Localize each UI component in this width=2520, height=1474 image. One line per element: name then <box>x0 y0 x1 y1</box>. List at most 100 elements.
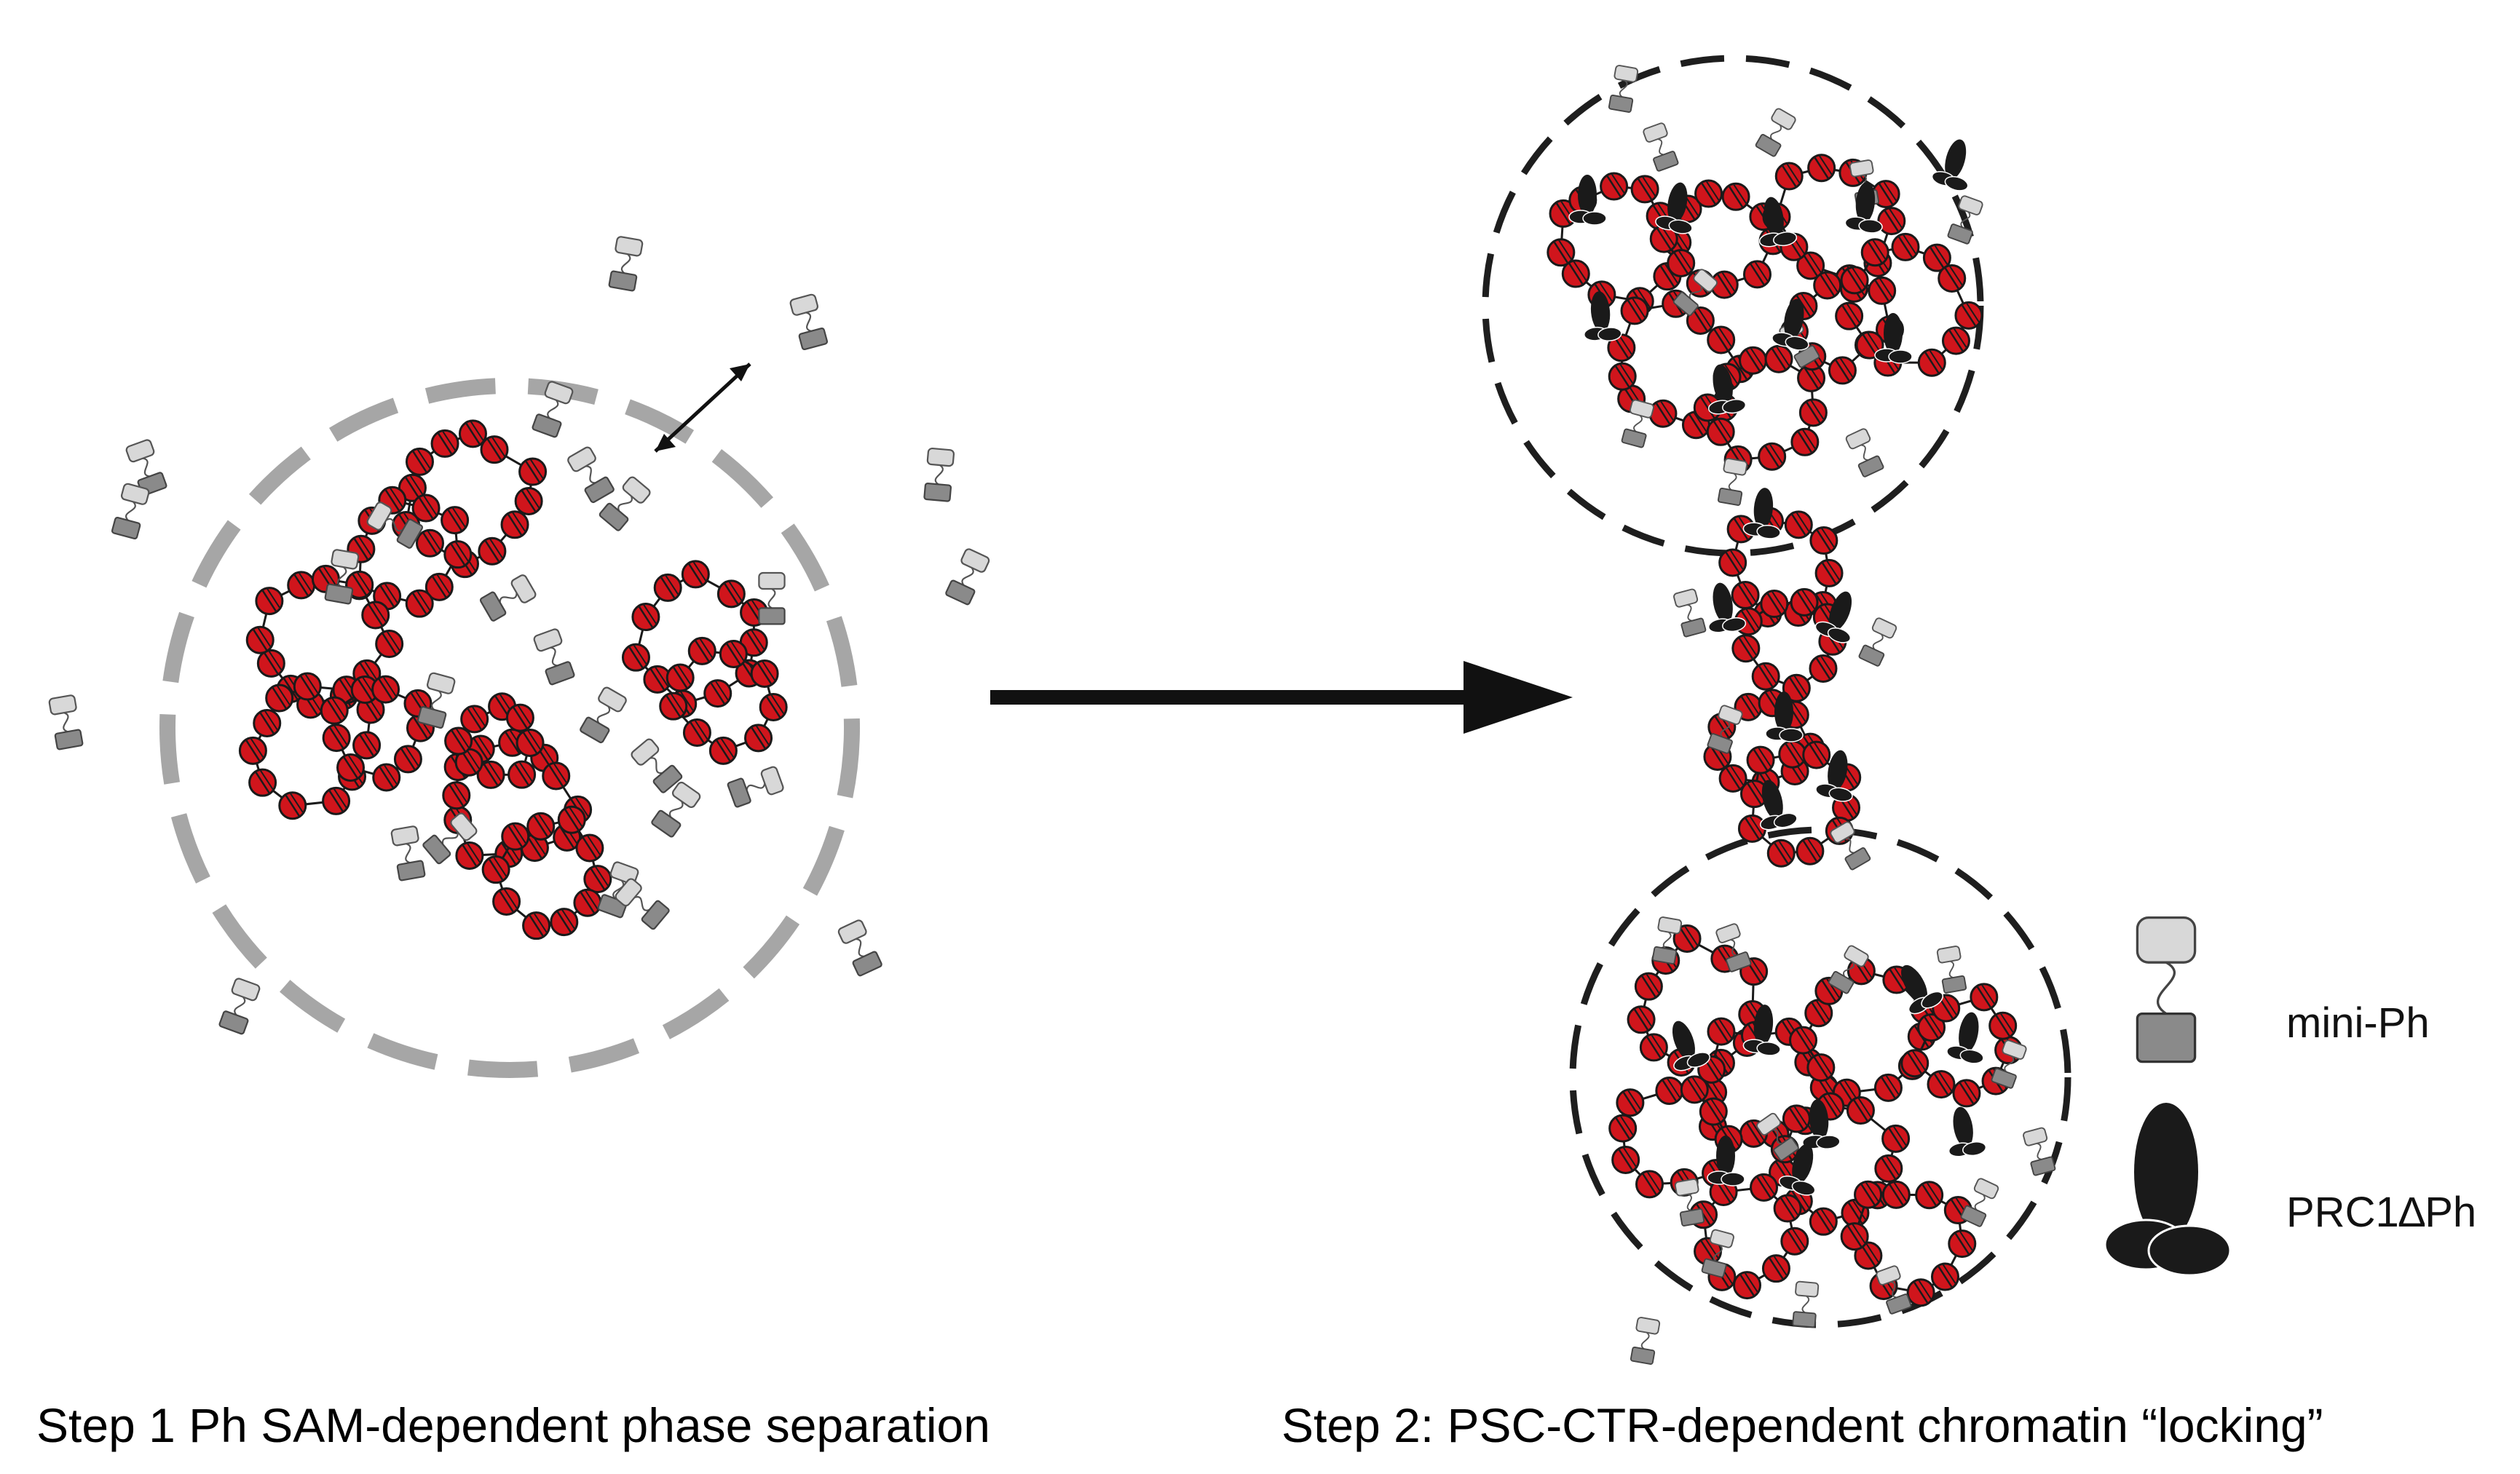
nucleosome <box>1780 1227 1809 1256</box>
step2-caption: Step 2: PSC-CTR-dependent chromatin “loc… <box>1281 1398 2323 1452</box>
nucleosome <box>1877 207 1906 236</box>
nucleosome <box>1731 634 1761 663</box>
step1-panel <box>47 235 991 1078</box>
nucleosome <box>1930 1262 1959 1291</box>
nucleosome <box>1927 1070 1956 1099</box>
nucleosome <box>1835 301 1864 330</box>
nucleosome <box>1608 362 1637 391</box>
nucleosome <box>293 672 322 701</box>
nucleosome <box>455 841 484 870</box>
nucleosome <box>1766 839 1796 868</box>
nucleosome <box>1655 1077 1684 1106</box>
nucleosome <box>557 805 586 834</box>
exchange-arrowhead-inner <box>655 434 676 451</box>
mini-ph-molecule <box>532 627 576 686</box>
nucleosome <box>1840 1222 1869 1251</box>
nucleosome <box>716 579 746 609</box>
nucleosome <box>575 833 604 863</box>
nucleosome <box>659 692 688 721</box>
nucleosome <box>550 908 579 937</box>
nucleosome <box>1616 1088 1645 1117</box>
mini-ph-molecule <box>608 235 644 292</box>
legend: mini-Ph PRC1∆Ph <box>2104 916 2476 1277</box>
nucleosome <box>1630 175 1659 204</box>
nucleosome <box>441 506 470 535</box>
legend-label-prc1-delta-ph: PRC1∆Ph <box>2286 1189 2476 1236</box>
nucleosome <box>1635 1170 1664 1199</box>
nucleosome <box>514 486 543 515</box>
prc1-complex <box>1940 1103 1988 1160</box>
nucleosome <box>411 494 441 523</box>
nucleosome <box>1828 356 1857 385</box>
nucleosome <box>1906 1278 1935 1307</box>
nucleosome <box>1764 344 1793 373</box>
nucleosome <box>1694 179 1723 208</box>
nucleosome <box>1917 348 1946 377</box>
mini-ph-molecule <box>1936 945 1967 994</box>
mini-ph-molecule <box>650 780 703 839</box>
nucleosome <box>1733 1271 1762 1300</box>
nucleosome <box>1742 260 1771 289</box>
nucleosome <box>245 625 274 654</box>
nucleosome <box>526 812 556 841</box>
mini-ph-molecule <box>1844 427 1885 478</box>
nucleosome <box>1718 548 1747 577</box>
nucleosome <box>1798 398 1828 427</box>
nucleosome <box>1750 1173 1779 1202</box>
mini-ph-molecule <box>218 976 261 1036</box>
nucleosome <box>371 675 400 704</box>
nucleosome <box>361 601 390 630</box>
nucleosome <box>759 692 788 721</box>
nucleosome <box>1707 325 1736 354</box>
step1-caption: Step 1 Ph SAM-dependent phase separation <box>36 1398 990 1452</box>
step2-panel <box>1482 55 2071 1366</box>
nucleosome <box>256 649 285 678</box>
nucleosome <box>1600 172 1629 201</box>
nucleosome <box>750 659 779 688</box>
legend-label-mini-ph: mini-Ph <box>2286 999 2430 1047</box>
nucleosome <box>1789 1026 1818 1055</box>
nucleosome <box>1860 238 1889 267</box>
nucleosome <box>1739 346 1768 375</box>
nucleosome <box>278 791 307 820</box>
nucleosome <box>682 718 711 747</box>
nucleosome <box>1774 162 1804 191</box>
nucleosome <box>1760 590 1789 619</box>
nucleosome <box>1737 814 1766 843</box>
mini-ph-molecule <box>478 573 538 623</box>
nucleosome <box>1773 1194 1802 1223</box>
nucleosome <box>492 887 521 916</box>
nucleosome <box>1881 1180 1911 1209</box>
exchange-arrow <box>654 362 751 453</box>
nucleosome <box>352 731 382 760</box>
nucleosome <box>1873 1073 1903 1102</box>
nucleosome <box>719 639 748 668</box>
nucleosome <box>518 457 548 486</box>
nucleosome <box>500 510 529 539</box>
nucleosome <box>248 768 277 797</box>
mini-ph-molecule <box>1792 1280 1820 1328</box>
nucleosome <box>522 911 551 940</box>
nucleosome <box>1813 271 1842 300</box>
nucleosome <box>583 865 612 894</box>
nucleosome <box>1634 972 1663 1001</box>
nucleosome <box>631 603 660 632</box>
nucleosome <box>1796 836 1825 865</box>
nucleosome <box>320 696 349 725</box>
nucleosome <box>542 761 571 791</box>
mini-ph-molecule <box>1642 122 1680 173</box>
mini-ph-molecule <box>726 765 786 809</box>
nucleosome <box>1809 654 1838 683</box>
nucleosome <box>1790 587 1819 617</box>
nucleosome <box>1854 1180 1883 1209</box>
nucleosome <box>507 760 537 789</box>
nucleosome <box>430 429 459 458</box>
nucleosome <box>287 571 316 600</box>
nucleosome <box>480 435 509 464</box>
nucleosome <box>1868 276 1897 305</box>
nucleosome <box>322 786 351 815</box>
nucleosome <box>665 663 695 692</box>
nucleosome <box>336 753 366 782</box>
nucleosome <box>1547 238 1576 267</box>
